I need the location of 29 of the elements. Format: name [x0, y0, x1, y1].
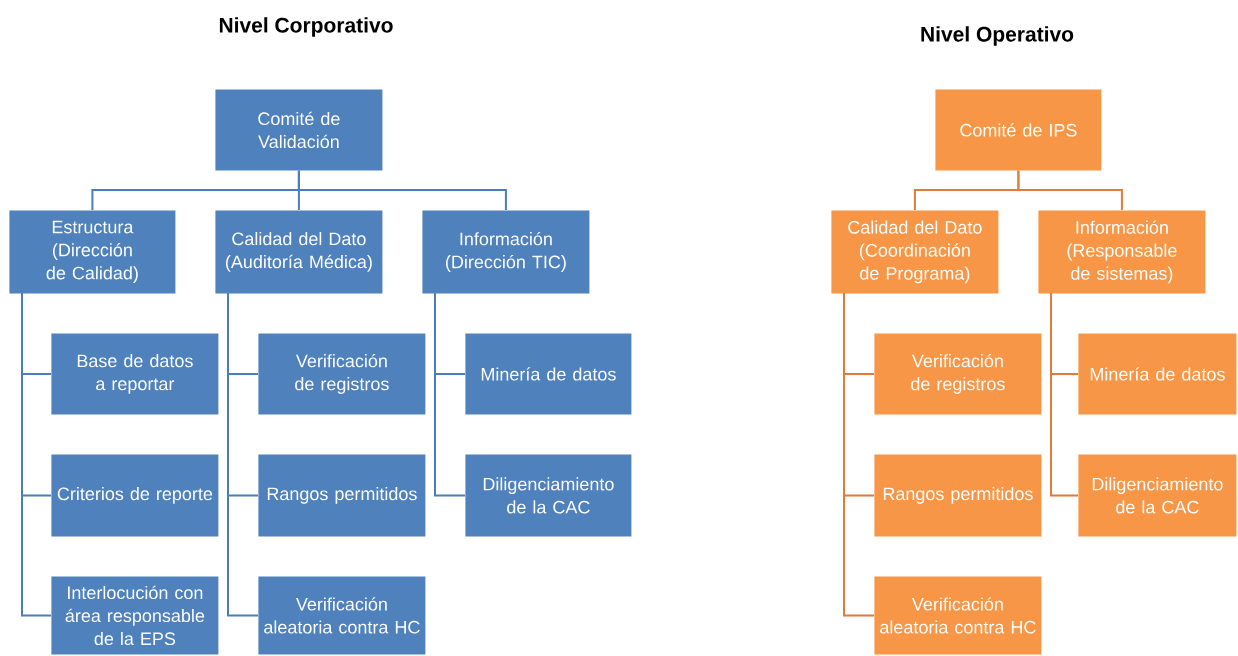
connector: [297, 169, 507, 211]
process-box: Interlocución con área responsable de la EPS: [51, 576, 219, 655]
process-box: Rangos permitidos: [258, 454, 426, 537]
process-box: Calidad del Dato (Coordinación de Programa): [831, 210, 999, 294]
process-box: Verificación aleatoria contra HC: [874, 576, 1042, 655]
process-box: Información (Responsable de sistemas): [1038, 210, 1206, 294]
connector: [1050, 292, 1079, 497]
heading: Nivel Corporativo: [219, 17, 393, 37]
process-box: Verificación de registros: [874, 333, 1042, 415]
process-box: Minería de datos: [465, 333, 632, 415]
process-box: Criterios de reporte: [51, 454, 219, 537]
process-box: Rangos permitidos: [874, 454, 1042, 537]
process-box: Comité de Validación: [215, 89, 383, 171]
heading: Nivel Operativo: [921, 26, 1074, 46]
process-box: Base de datos a reportar: [51, 333, 219, 415]
process-box: Minería de datos: [1078, 333, 1237, 415]
process-box: Verificación aleatoria contra HC: [258, 576, 426, 655]
process-box: Diligenciamiento de la CAC: [1078, 454, 1237, 537]
process-box: Diligenciamiento de la CAC: [465, 454, 632, 537]
connector: [434, 292, 466, 497]
process-box: Estructura (Dirección de Calidad): [9, 210, 176, 294]
process-box: Verificación de registros: [258, 333, 426, 415]
connector: [21, 292, 52, 617]
process-box: Calidad del Dato (Auditoría Médica): [215, 210, 383, 294]
process-box: Información (Dirección TIC): [422, 210, 590, 294]
connector: [843, 292, 875, 617]
connector: [227, 292, 259, 617]
connector: [1017, 169, 1123, 211]
process-box: Comité de IPS: [935, 89, 1102, 171]
